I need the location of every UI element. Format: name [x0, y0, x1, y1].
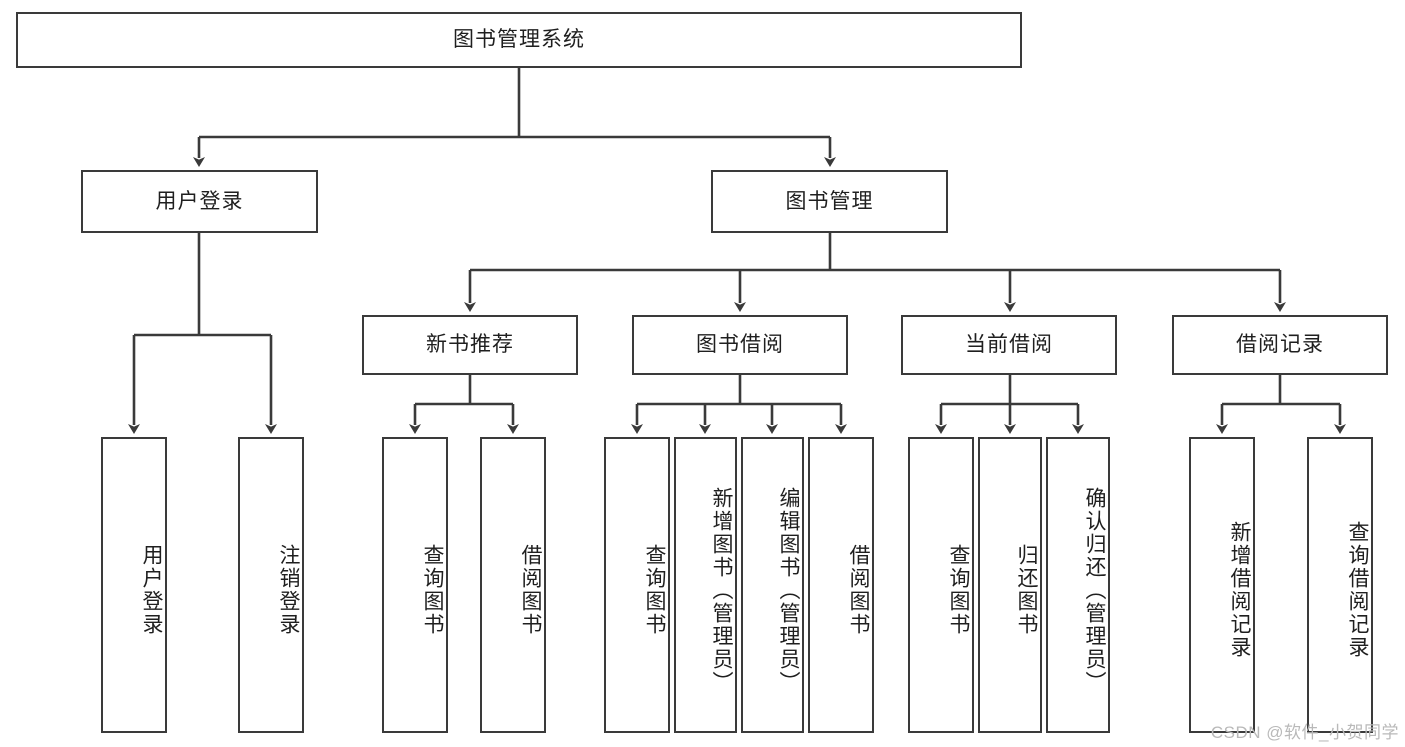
- node-leaf-borrow-book-recommend[interactable]: 借阅图书: [480, 437, 546, 733]
- node-leaf-add-borrow-record[interactable]: 新增借阅记录: [1189, 437, 1255, 733]
- node-label: 新书推荐: [426, 333, 514, 357]
- node-leaf-query-borrow-record[interactable]: 查询借阅记录: [1307, 437, 1373, 733]
- node-label: 图书管理系统: [453, 28, 585, 52]
- node-leaf-user-login[interactable]: 用户登录: [101, 437, 167, 733]
- node-label: 查询借阅记录: [1346, 521, 1369, 659]
- node-leaf-borrow-book[interactable]: 借阅图书: [808, 437, 874, 733]
- node-leaf-query-book-recommend[interactable]: 查询图书: [382, 437, 448, 733]
- node-leaf-return-book[interactable]: 归还图书: [978, 437, 1042, 733]
- node-label: 用户登录: [140, 544, 163, 636]
- watermark: CSDN @软件_小贺同学: [1210, 723, 1399, 742]
- node-label: 归还图书: [1015, 544, 1038, 636]
- node-label: 确认归还（管理员）: [1083, 486, 1106, 694]
- node-label: 当前借阅: [965, 333, 1053, 357]
- node-user-login[interactable]: 用户登录: [81, 170, 318, 233]
- node-label: 新增图书（管理员）: [710, 486, 733, 694]
- node-borrow-record[interactable]: 借阅记录: [1172, 315, 1388, 375]
- node-label: 编辑图书（管理员）: [777, 486, 800, 694]
- node-label: 注销登录: [277, 544, 300, 636]
- node-leaf-add-book[interactable]: 新增图书（管理员）: [674, 437, 737, 733]
- node-label: 借阅图书: [519, 544, 542, 636]
- node-label: 查询图书: [947, 544, 970, 636]
- node-label: 图书借阅: [696, 333, 784, 357]
- node-leaf-edit-book[interactable]: 编辑图书（管理员）: [741, 437, 804, 733]
- node-label: 图书管理: [785, 189, 874, 213]
- node-book-management[interactable]: 图书管理: [711, 170, 948, 233]
- node-book-borrow[interactable]: 图书借阅: [632, 315, 848, 375]
- node-label: 用户登录: [155, 189, 244, 213]
- node-leaf-query-book-borrow[interactable]: 查询图书: [604, 437, 670, 733]
- node-label: 借阅图书: [847, 544, 870, 636]
- node-new-book-recommend[interactable]: 新书推荐: [362, 315, 578, 375]
- node-label: 查询图书: [643, 544, 666, 636]
- node-root-book-management-system[interactable]: 图书管理系统: [16, 12, 1022, 68]
- node-leaf-confirm-return[interactable]: 确认归还（管理员）: [1046, 437, 1110, 733]
- node-label: 查询图书: [421, 544, 444, 636]
- node-label: 新增借阅记录: [1228, 521, 1251, 659]
- node-current-borrow[interactable]: 当前借阅: [901, 315, 1117, 375]
- node-leaf-logout-login[interactable]: 注销登录: [238, 437, 304, 733]
- node-leaf-query-book-current[interactable]: 查询图书: [908, 437, 974, 733]
- node-label: 借阅记录: [1236, 333, 1324, 357]
